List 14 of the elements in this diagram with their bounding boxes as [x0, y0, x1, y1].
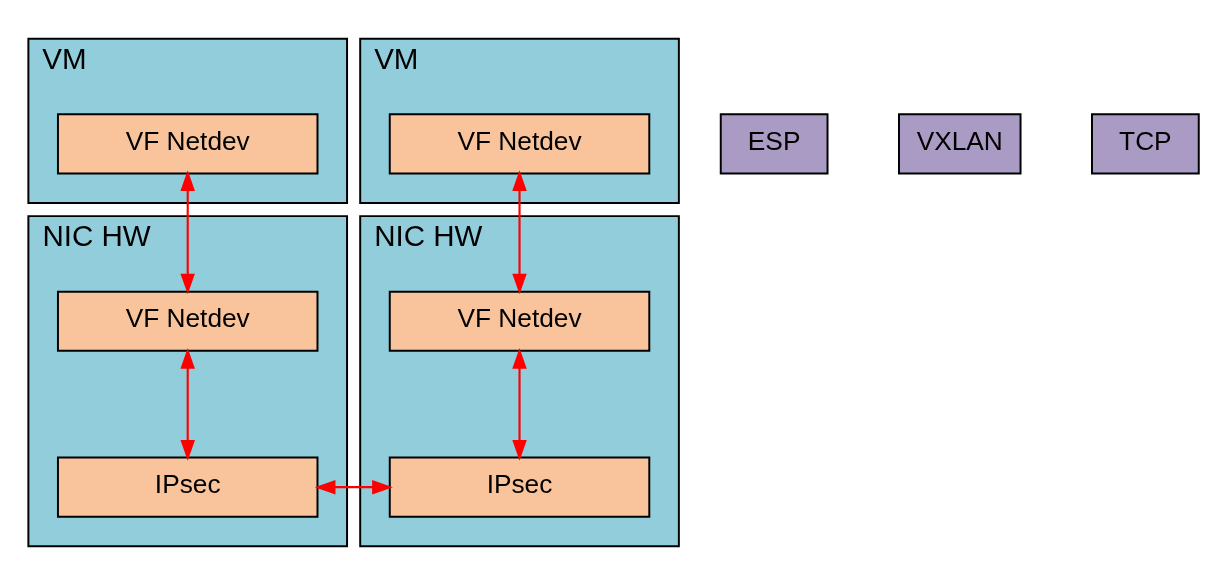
node-box: TCP — [1091, 113, 1200, 175]
arrow — [512, 170, 527, 295]
node-box: VF Netdev — [388, 113, 651, 175]
node-box: VF Netdev — [388, 290, 651, 352]
node-box: IPsec — [56, 456, 319, 518]
node-box: VF Netdev — [56, 113, 319, 175]
arrow — [512, 347, 527, 461]
node-box: VF Netdev — [56, 290, 319, 352]
arrow — [180, 347, 195, 461]
arrow — [314, 479, 393, 495]
arrow — [180, 170, 195, 295]
node-box: VXLAN — [898, 113, 1022, 175]
node-box: ESP — [719, 113, 829, 175]
node-box: IPsec — [388, 456, 651, 518]
